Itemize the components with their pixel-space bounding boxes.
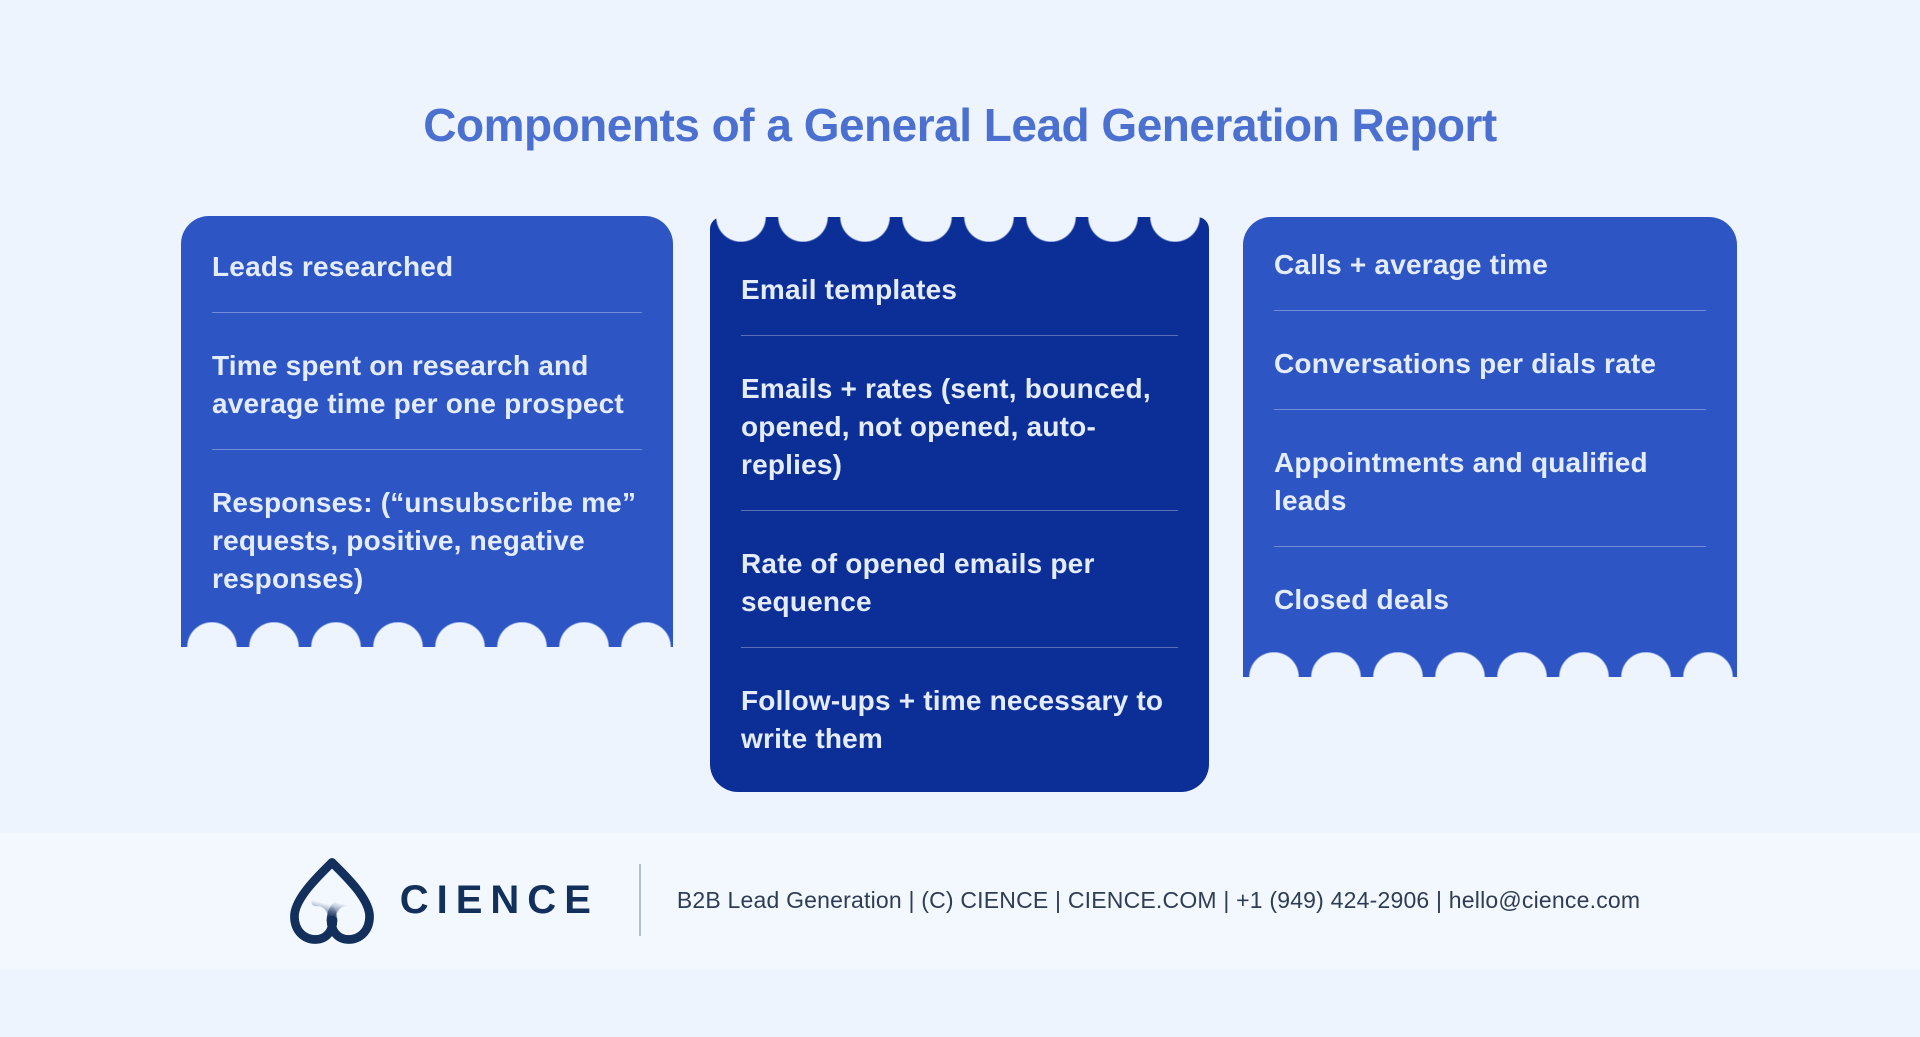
footer-info-text: B2B Lead Generation | (C) CIENCE | CIENC… (676, 886, 1641, 913)
item-divider (212, 312, 642, 313)
card-item: Calls + average time (1274, 249, 1549, 280)
cience-logo-icon (280, 855, 384, 945)
item-divider (1274, 310, 1706, 311)
item-divider (1274, 546, 1706, 547)
footer-divider (638, 864, 641, 936)
card-item: Conversations per dials rate (1274, 348, 1657, 379)
card-item: Leads researched (212, 251, 454, 282)
card-item: Follow-ups + time necessary to write the… (741, 685, 1164, 754)
card-item: Responses: (“unsubscribe me” requests, p… (212, 487, 637, 594)
card-item: Emails + rates (sent, bounced, opened, n… (741, 373, 1151, 480)
item-divider (741, 510, 1178, 511)
item-divider (741, 335, 1178, 336)
card-item: Time spent on research and average time … (212, 350, 624, 419)
card-item: Closed deals (1274, 584, 1450, 615)
footer: CIENCE B2B Lead Generation | (C) CIENCE … (0, 855, 1920, 945)
card-item: Email templates (741, 274, 958, 305)
brand-wordmark: CIENCE (399, 877, 599, 922)
scallop-edge-top (710, 217, 1209, 242)
report-card-calls: Calls + average time Conversations per d… (1243, 217, 1737, 677)
page-title: Components of a General Lead Generation … (423, 99, 1497, 151)
item-divider (1274, 409, 1706, 410)
report-card-email: Email templates Emails + rates (sent, bo… (710, 217, 1209, 792)
report-card-research: Leads researched Time spent on research … (181, 216, 673, 647)
scallop-edge-bottom (181, 622, 673, 647)
scallop-edge-bottom (1243, 652, 1737, 677)
item-divider (212, 449, 642, 450)
card-item: Appointments and qualified leads (1274, 447, 1648, 516)
card-item: Rate of opened emails per sequence (741, 548, 1095, 617)
item-divider (741, 647, 1178, 648)
